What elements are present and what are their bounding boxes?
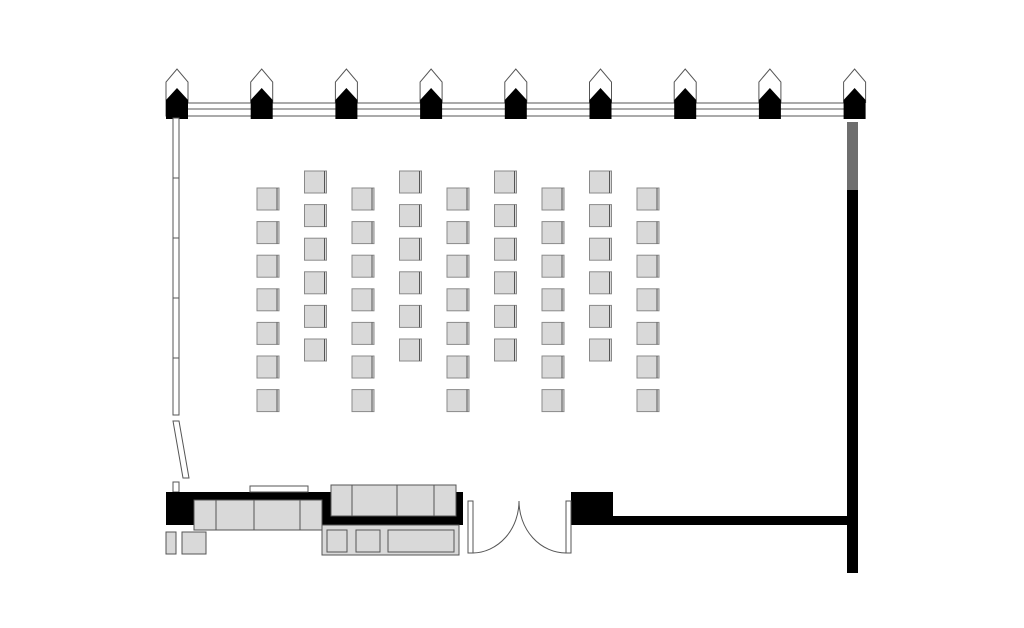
seat bbox=[636, 288, 660, 312]
cabinet-unit bbox=[355, 529, 381, 553]
double-door[interactable] bbox=[467, 500, 572, 554]
seat bbox=[256, 187, 280, 211]
seat bbox=[541, 187, 565, 211]
buffet-counter bbox=[330, 484, 457, 517]
seat bbox=[494, 170, 517, 194]
seat bbox=[589, 304, 612, 328]
seat bbox=[494, 271, 517, 295]
seat bbox=[636, 221, 660, 245]
left-wall bbox=[172, 117, 190, 493]
right-wall-solid bbox=[847, 190, 858, 573]
window-mullion bbox=[335, 88, 358, 119]
seat bbox=[446, 321, 470, 345]
seat bbox=[351, 221, 375, 245]
seat bbox=[636, 321, 660, 345]
cabinet-unit bbox=[326, 529, 348, 553]
seat bbox=[541, 321, 565, 345]
seat bbox=[541, 288, 565, 312]
seat bbox=[541, 389, 565, 413]
bottom-wall-segment bbox=[322, 516, 462, 525]
seat bbox=[494, 338, 517, 362]
bottom-wall-segment bbox=[166, 492, 331, 500]
left-wall-angled-panel bbox=[172, 420, 190, 479]
counter bbox=[193, 499, 323, 531]
seat bbox=[636, 389, 660, 413]
seat bbox=[256, 389, 280, 413]
window-mullion bbox=[758, 88, 781, 119]
seat bbox=[541, 221, 565, 245]
seat bbox=[351, 288, 375, 312]
window-mullion bbox=[250, 88, 273, 119]
seat bbox=[494, 304, 517, 328]
wall-vent bbox=[249, 485, 309, 493]
seat bbox=[446, 389, 470, 413]
seat bbox=[399, 170, 422, 194]
seat bbox=[446, 221, 470, 245]
seat bbox=[589, 204, 612, 228]
seat bbox=[304, 170, 327, 194]
left-wall-stub bbox=[172, 481, 180, 493]
seat bbox=[494, 204, 517, 228]
seat bbox=[541, 254, 565, 278]
window-mullion bbox=[589, 88, 612, 119]
door-leaf-right[interactable] bbox=[565, 500, 572, 554]
seat bbox=[304, 237, 327, 261]
seat bbox=[446, 187, 470, 211]
seat bbox=[636, 187, 660, 211]
seat bbox=[351, 389, 375, 413]
door-swing-arc-left bbox=[472, 500, 520, 554]
seat bbox=[589, 271, 612, 295]
outside-box bbox=[181, 531, 207, 555]
seat bbox=[399, 338, 422, 362]
window-mullion bbox=[166, 88, 188, 119]
seat bbox=[256, 355, 280, 379]
seat bbox=[446, 254, 470, 278]
seat bbox=[351, 355, 375, 379]
seat bbox=[446, 288, 470, 312]
seat bbox=[304, 271, 327, 295]
seat bbox=[399, 304, 422, 328]
seat bbox=[399, 204, 422, 228]
seat bbox=[351, 254, 375, 278]
door-jamb-left bbox=[456, 492, 463, 525]
seat bbox=[589, 170, 612, 194]
window-mullion bbox=[674, 88, 697, 119]
seat bbox=[256, 321, 280, 345]
seat bbox=[399, 271, 422, 295]
window-mullions bbox=[165, 68, 867, 119]
window-mullion bbox=[504, 88, 527, 119]
door-leaf-left[interactable] bbox=[467, 500, 474, 554]
seat bbox=[256, 221, 280, 245]
seat bbox=[636, 355, 660, 379]
bottom-wall bbox=[165, 484, 857, 556]
seat bbox=[636, 254, 660, 278]
left-wall-panel bbox=[172, 117, 180, 416]
top-window-wall bbox=[165, 68, 867, 119]
seat bbox=[351, 187, 375, 211]
seating-grid bbox=[256, 170, 660, 413]
seat bbox=[351, 321, 375, 345]
right-wall-glass-segment bbox=[847, 122, 858, 190]
seat bbox=[304, 338, 327, 362]
seat bbox=[494, 237, 517, 261]
seat bbox=[589, 338, 612, 362]
right-wall bbox=[847, 122, 858, 573]
seat bbox=[256, 288, 280, 312]
seat bbox=[304, 304, 327, 328]
window-mullion bbox=[420, 88, 443, 119]
window-mullion bbox=[843, 88, 866, 119]
bottom-wall-step bbox=[322, 492, 331, 524]
seat bbox=[446, 355, 470, 379]
seat bbox=[256, 254, 280, 278]
seat bbox=[304, 204, 327, 228]
seat bbox=[541, 355, 565, 379]
outside-box bbox=[165, 531, 177, 555]
seat bbox=[399, 237, 422, 261]
cabinet-unit bbox=[387, 529, 455, 553]
bottom-wall-segment bbox=[571, 516, 857, 525]
seat bbox=[589, 237, 612, 261]
door-swing-arc-right bbox=[518, 500, 567, 554]
